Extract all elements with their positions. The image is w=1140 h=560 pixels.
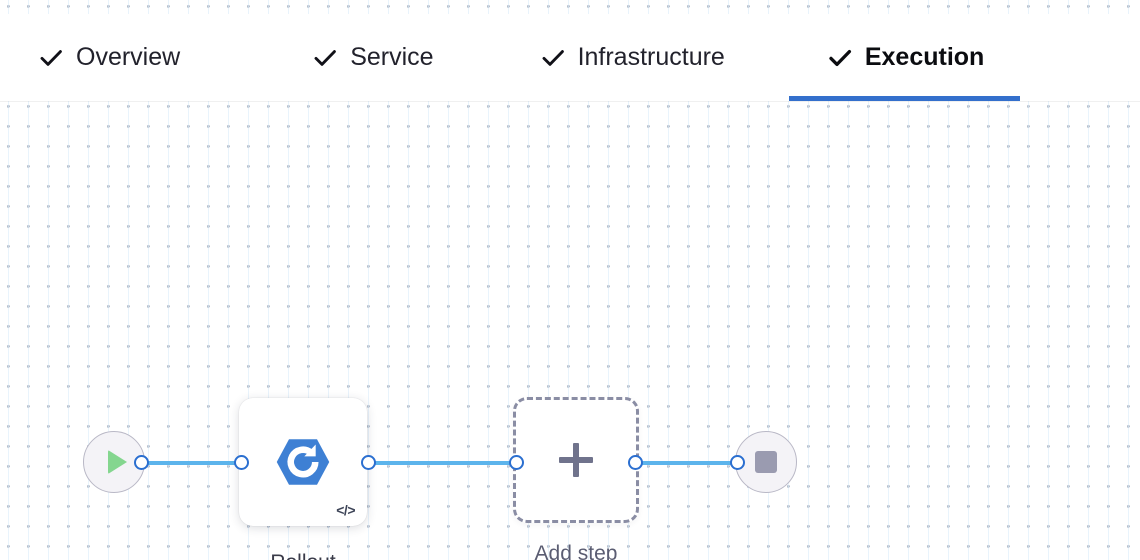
- step-card-rollout-deployment[interactable]: </>: [239, 398, 367, 526]
- port-stop-input[interactable]: [730, 455, 745, 470]
- tab-execution-label: Execution: [864, 43, 985, 71]
- add-step-button[interactable]: [513, 397, 639, 523]
- pipeline-stage-tabbar: Overview Service: [0, 14, 1140, 101]
- tab-overview-label: Overview: [76, 43, 181, 71]
- tab-service-label: Service: [350, 43, 434, 71]
- tab-list: Overview Service: [0, 14, 1021, 101]
- check-icon: [312, 45, 338, 71]
- check-icon: [827, 45, 853, 71]
- tab-active-underline: [788, 96, 1021, 101]
- code-icon[interactable]: </>: [336, 502, 355, 518]
- port-step-output[interactable]: [361, 455, 376, 470]
- tab-overview[interactable]: Overview: [0, 14, 216, 101]
- edge-start-to-step[interactable]: [140, 461, 244, 465]
- check-icon: [540, 45, 566, 71]
- add-step-label: Add step: [534, 542, 618, 560]
- tab-infrastructure-label: Infrastructure: [577, 43, 725, 71]
- plus-icon: [559, 443, 593, 477]
- port-addstep-input[interactable]: [509, 455, 524, 470]
- check-icon: [38, 45, 64, 71]
- port-addstep-output[interactable]: [628, 455, 643, 470]
- port-start-output[interactable]: [134, 455, 149, 470]
- execution-pipeline-graph: </> Rollout Deployment Add step: [0, 101, 1140, 560]
- stop-icon: [755, 451, 777, 473]
- port-step-input[interactable]: [234, 455, 249, 470]
- tab-infrastructure[interactable]: Infrastructure: [502, 14, 761, 101]
- tab-service[interactable]: Service: [274, 14, 469, 101]
- rollout-deployment-hexagon-icon: [275, 434, 331, 490]
- edge-addstep-to-stop[interactable]: [632, 461, 740, 465]
- play-icon: [107, 450, 127, 474]
- step-card-label: Rollout Deployment: [183, 542, 423, 560]
- edge-step-to-addstep[interactable]: [366, 461, 518, 465]
- tab-execution[interactable]: Execution: [788, 14, 1021, 101]
